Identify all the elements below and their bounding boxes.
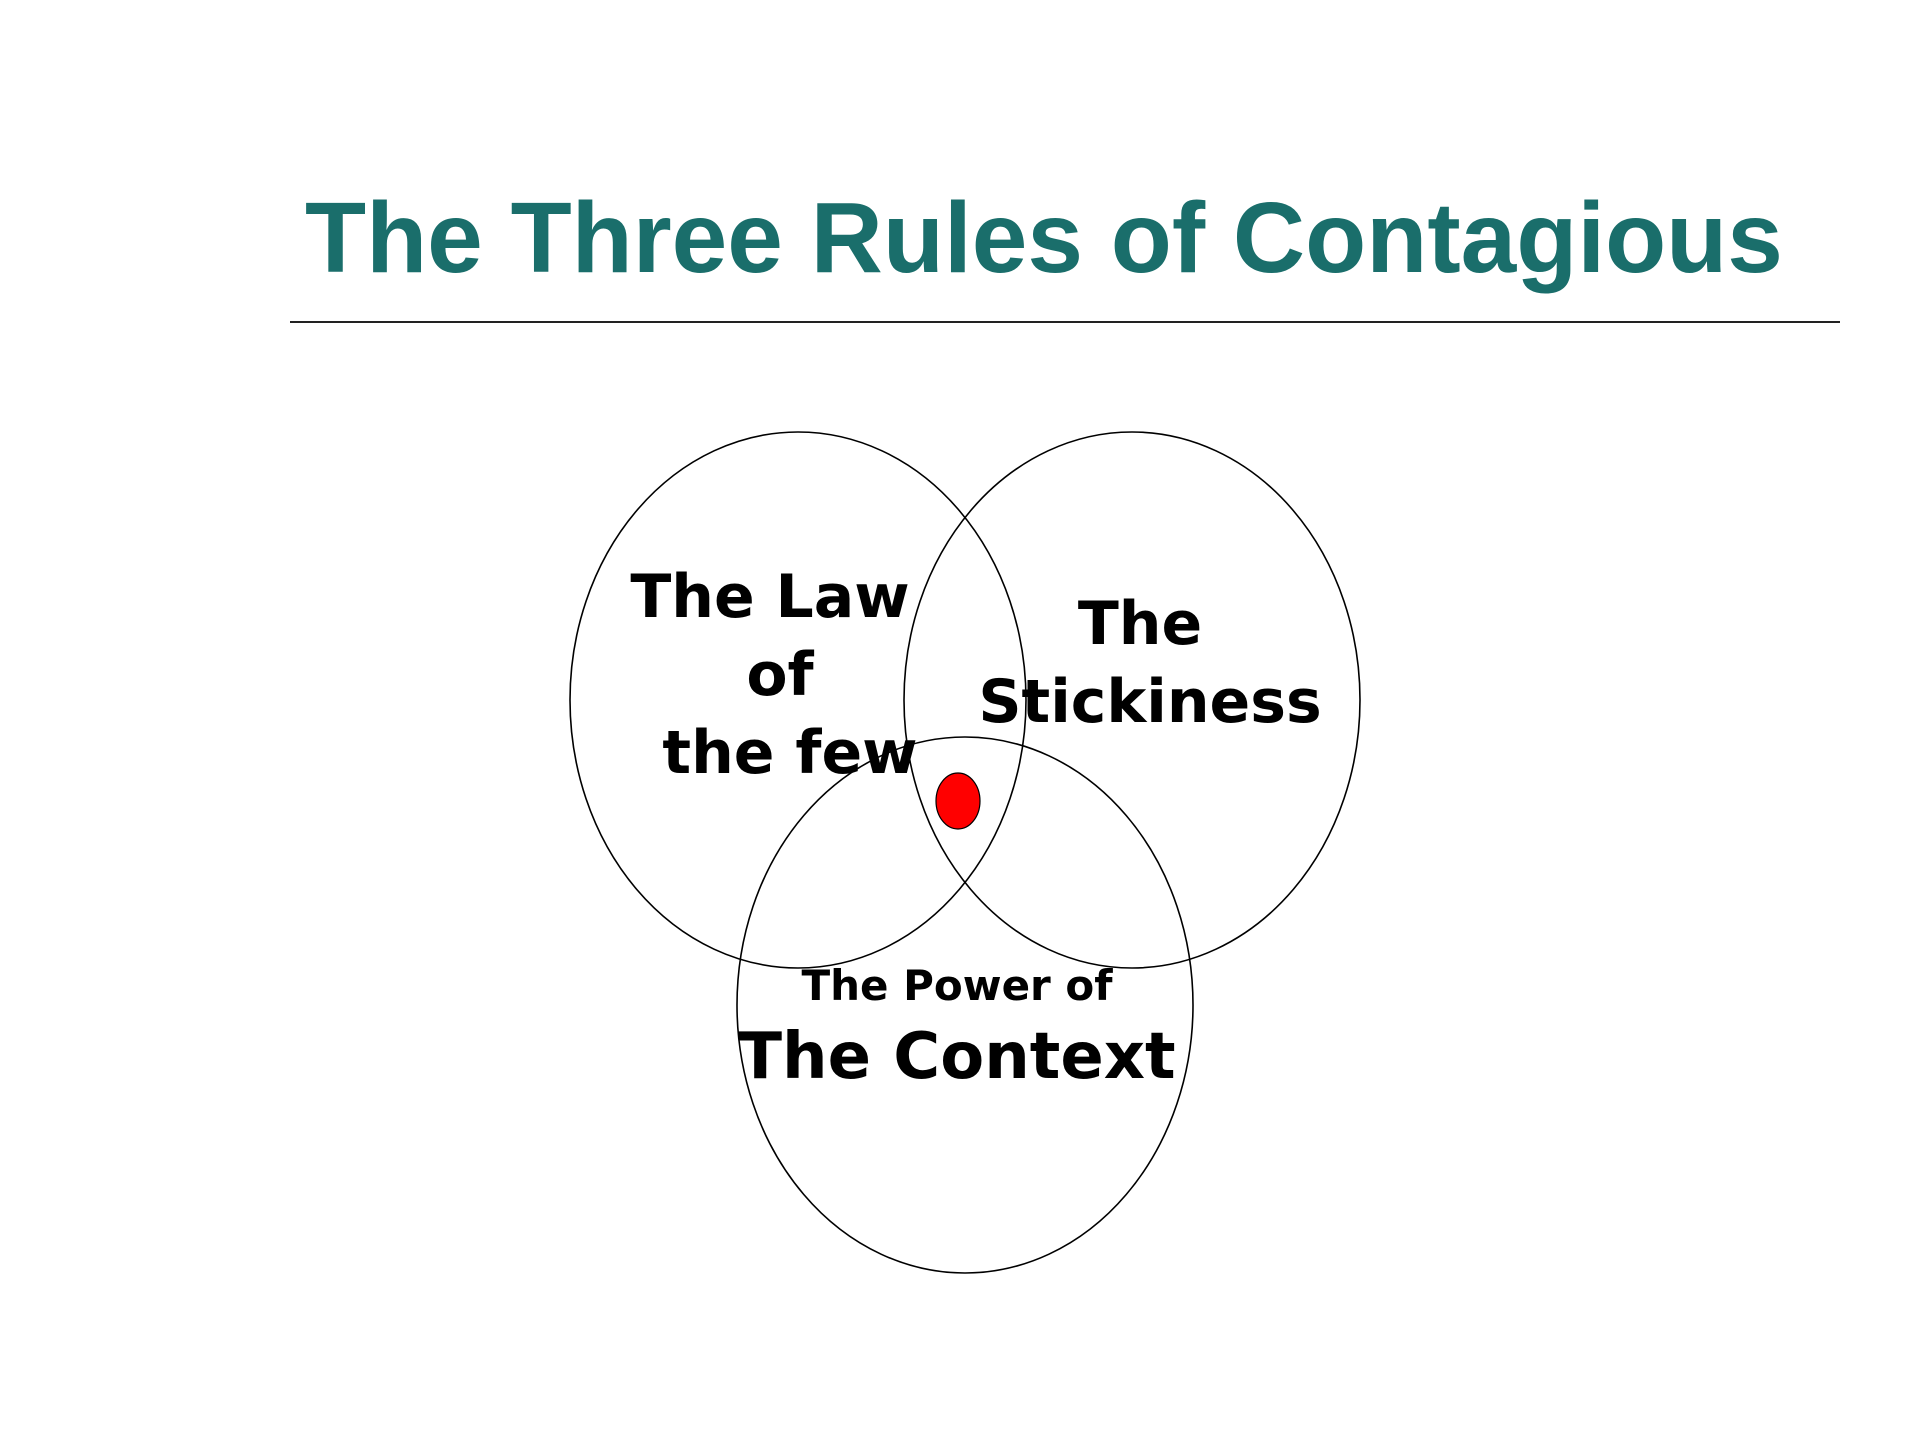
label-law-line-3: the few (662, 718, 917, 788)
label-context-line-1: The Power of (801, 961, 1113, 1010)
circle-law-of-the-few (569, 431, 1027, 969)
label-stickiness-line-1: The (1078, 589, 1202, 659)
label-stickiness-line-2: Stickiness (978, 667, 1321, 737)
intersection-marker (935, 772, 981, 830)
label-law-line-1: The Law (630, 562, 909, 632)
circle-power-of-context (736, 736, 1194, 1274)
slide-title: The Three Rules of Contagious (305, 182, 1783, 294)
circle-stickiness (903, 431, 1361, 969)
title-divider (290, 321, 1840, 323)
label-context-line-2: The Context (738, 1020, 1175, 1094)
label-law-line-2: of (746, 640, 814, 710)
